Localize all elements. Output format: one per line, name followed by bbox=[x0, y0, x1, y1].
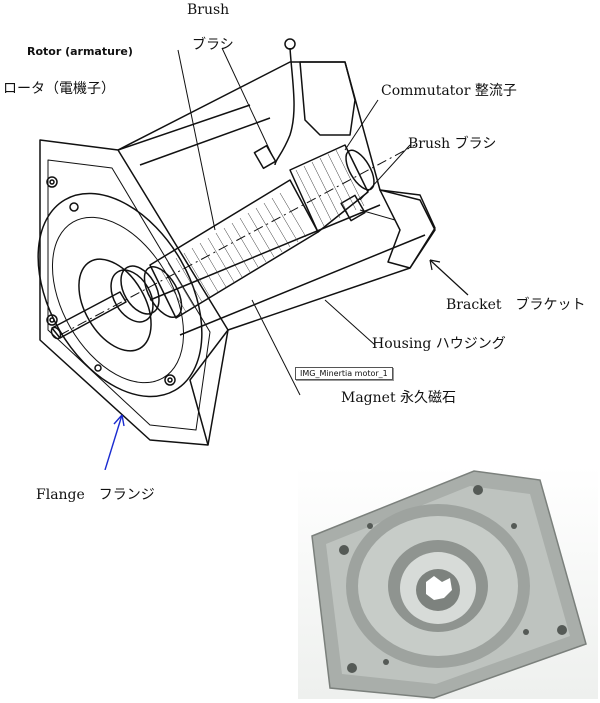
rotor bbox=[149, 179, 319, 319]
commutator bbox=[289, 144, 369, 233]
bracket-outline bbox=[299, 61, 356, 136]
motor-cutaway-drawing bbox=[37, 38, 469, 470]
flange-label: Flange フランジ bbox=[36, 487, 155, 503]
magnet-label: Magnet 永久磁石 bbox=[341, 390, 457, 406]
rotor-windings bbox=[159, 149, 365, 313]
brush-top-jp-label: ブラシ bbox=[192, 37, 234, 53]
bracket-label: Bracket ブラケット bbox=[446, 297, 586, 313]
flange-outline bbox=[39, 139, 229, 446]
housing-label: Housing ハウジング bbox=[372, 336, 506, 352]
brush-right-label: Brush ブラシ bbox=[408, 136, 497, 152]
flange-photo-illustration bbox=[311, 470, 587, 699]
flange-photo bbox=[298, 466, 598, 699]
brush-top-label: Brush bbox=[187, 2, 230, 18]
flange-pointer bbox=[104, 414, 125, 470]
commutator-label: Commutator 整流子 bbox=[381, 83, 517, 99]
rotor-jp-label: ロータ（電機子） bbox=[3, 81, 115, 97]
leader-lines bbox=[177, 47, 411, 396]
shaft bbox=[51, 291, 127, 339]
housing-outline bbox=[117, 61, 436, 331]
rotor-label: Rotor (armature) bbox=[27, 45, 133, 58]
brush-lead bbox=[274, 47, 295, 166]
bracket-arrow bbox=[429, 259, 469, 296]
image-file-tag: IMG_Minertia motor_1 bbox=[295, 367, 393, 380]
